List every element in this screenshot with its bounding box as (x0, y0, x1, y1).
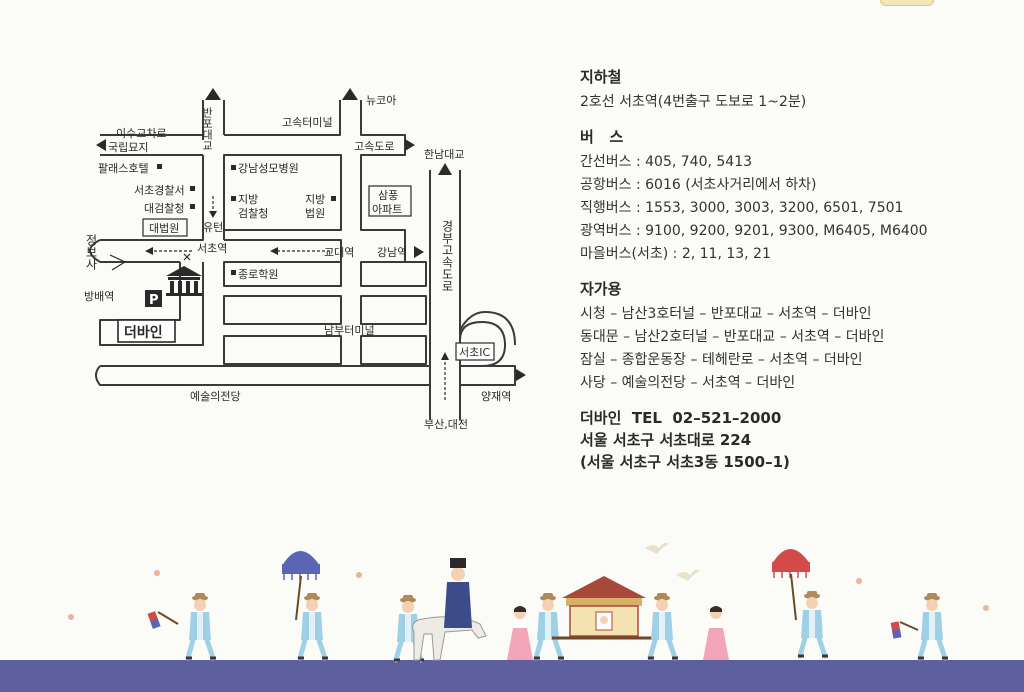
map-label-district-court-2: 법원 (305, 207, 325, 220)
bus-line-airport: 공항버스 : 6016 (서초사거리에서 하차) (580, 177, 817, 193)
parking-icon (145, 290, 162, 307)
map-label-hannam-bridge: 한남대교 (424, 148, 464, 161)
svg-text:이수교차로: 이수교차로 (116, 127, 167, 140)
car-route-cityhall: 시청 – 남산3호터널 – 반포대교 – 서초역 – 더바인 (580, 306, 872, 322)
map-label-gyeongbu-expressway: 경부고속도로 (440, 220, 454, 292)
svg-text:팔래스호텔: 팔래스호텔 (98, 162, 149, 175)
subway-heading: 지하철 (580, 68, 622, 86)
the-bine-building-icon (166, 266, 202, 296)
map-label-sampung-apt-2: 아파트 (372, 203, 402, 216)
parking-label: P (149, 293, 159, 308)
map-label-district-prosecutors: 지방 (238, 193, 258, 206)
top-tab-decoration (880, 0, 934, 6)
bus-heading: 버 스 (580, 128, 624, 146)
contact-phone: 더바인 TEL 02–521–2000 (580, 409, 782, 427)
map-label-banpo-bridge: 반포대교 (201, 107, 214, 151)
map-label-supreme-prosecutors: 대검찰청 (144, 202, 184, 215)
palanquin-icon (552, 576, 660, 640)
map-label-busan-daejeon: 부산,대전 (424, 418, 468, 431)
bus-line-trunk: 간선버스 : 405, 740, 5413 (580, 154, 753, 170)
car-route-jamsil: 잠실 – 종합운동장 – 테헤란로 – 서초역 – 더바인 (580, 352, 863, 368)
car-heading: 자가용 (580, 280, 622, 298)
svg-text:국립묘지: 국립묘지 (108, 141, 148, 154)
bird-icon (645, 542, 669, 554)
car-route-sadang: 사당 – 예술의전당 – 서초역 – 더바인 (580, 375, 796, 391)
car-route-dongdaemun: 동대문 – 남산2호터널 – 반포대교 – 서초역 – 더바인 (580, 329, 885, 345)
map-label-jeongbosa: 정보사 (84, 234, 98, 270)
map-label-cemetery: 국립묘지 (108, 141, 148, 154)
ground-band (0, 660, 1024, 692)
map-label-gyodae-station: 교대역 (324, 246, 354, 259)
map-label-jongno-academy: 종로학원 (238, 268, 278, 281)
map-label-uturn: 유턴 (203, 221, 223, 234)
map-label-express-road: 고속도로 (354, 140, 394, 153)
bird-icon (676, 569, 700, 581)
map-label-seocho-police: 서초경찰서 (134, 184, 185, 197)
map-label-nambu-terminal: 남부터미널 (324, 324, 375, 337)
map-label-isugyo: 이수교차로 (116, 127, 167, 140)
bus-line-village: 마을버스(서초) : 2, 11, 13, 21 (580, 246, 771, 262)
map-label-seocho-station: 서초역 (197, 242, 227, 255)
map-label-gangnam-station: 강남역 (377, 246, 407, 259)
map-label-gangnam-st-mary: 강남성모병원 (238, 162, 299, 175)
map-label-yangjae-station: 양재역 (481, 390, 511, 403)
bus-line-metropolitan: 광역버스 : 9100, 9200, 9201, 9300, M6405, M6… (580, 223, 928, 239)
bus-line-express: 직행버스 : 1553, 3000, 3003, 3200, 6501, 750… (580, 200, 904, 216)
map-label-new-core: 뉴코아 (366, 94, 396, 107)
map-label-district-court: 지방 (305, 193, 325, 206)
procession-illustration (0, 542, 1024, 692)
subway-line: 2호선 서초역(4번출구 도보로 1~2분) (580, 94, 807, 110)
map-label-the-bine: 더바인 (124, 324, 163, 341)
map-label-sampung-apt: 삼풍 (378, 189, 398, 202)
map-label-arts-center: 예술의전당 (190, 390, 241, 403)
map-label-bangbae-station: 방배역 (84, 290, 114, 303)
directions-panel: 지하철 2호선 서초역(4번출구 도보로 1~2분) 버 스 간선버스 : 40… (580, 66, 1000, 473)
map-label-seocho-ic: 서초IC (459, 346, 490, 359)
map-label-supreme-court: 대법원 (149, 222, 179, 235)
contact-old-address: (서울 서초구 서초3동 1500–1) (580, 453, 790, 471)
map-label-district-prosecutors-2: 검찰청 (238, 207, 268, 220)
location-map: 이수교차로 국립묘지 팔래스호텔 반포대교 고속터미널 뉴코아 고속도로 한남대… (84, 88, 526, 431)
map-label-palace-hotel: 팔래스호텔 (98, 162, 149, 175)
map-label-express-bus-terminal: 고속터미널 (282, 116, 333, 129)
contact-address: 서울 서초구 서초대로 224 (580, 431, 752, 449)
